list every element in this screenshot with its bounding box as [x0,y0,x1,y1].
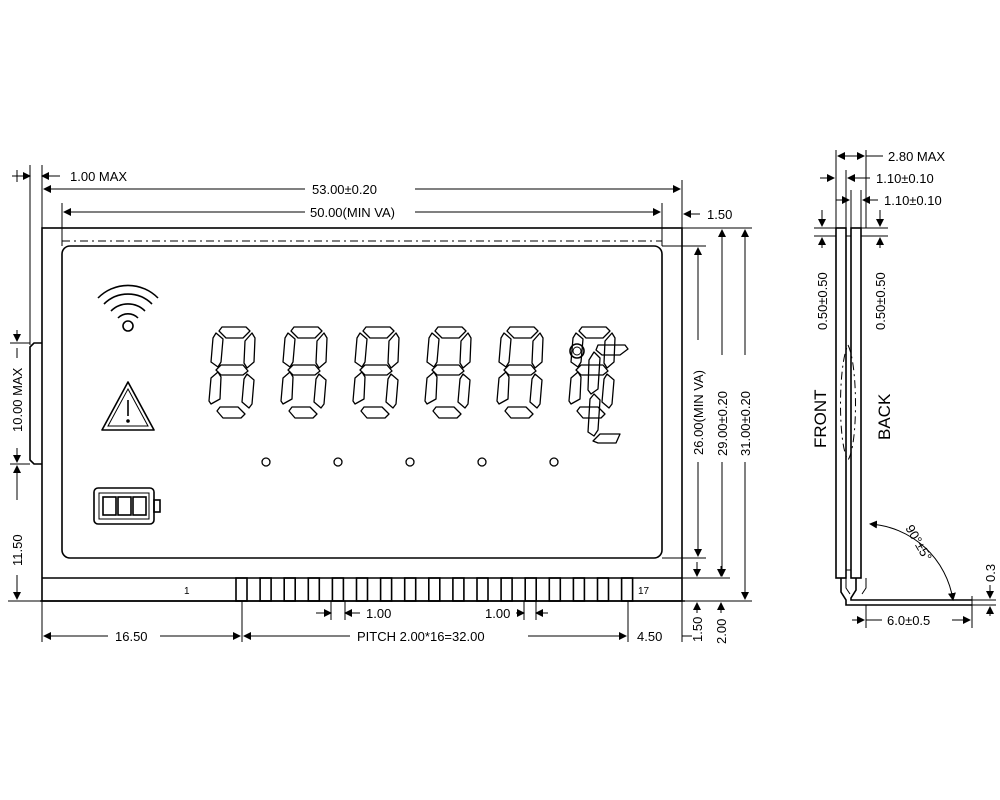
pin-15 [572,577,586,602]
dim-side-front-offset: 0.50±0.50 [815,272,830,330]
left-tab [29,342,42,465]
dim-pin-gap: 1.00 [485,606,510,621]
dim-pin-offset-right: 4.50 [637,629,662,644]
seven-segment-digits [208,326,616,467]
dim-overall-height: 31.00±0.20 [738,391,753,456]
pin-1 [235,577,248,602]
glass-outline [41,227,683,602]
pin-2 [259,577,272,602]
wifi-icon [97,284,159,332]
decimal-point-5 [549,457,559,467]
dim-pin-bottom-b: 2.00 [714,619,729,644]
front-label: FRONT [811,389,830,448]
dim-outline-thickness: 1.00 MAX [70,169,127,184]
decimal-point-1 [261,457,271,467]
decimal-point-2 [333,457,343,467]
dim-viewing-area-height: 26.00(MIN VA) [691,370,706,455]
pin-4 [307,577,321,602]
back-label: BACK [875,393,894,440]
dim-pin-bottom-a: 1.50 [690,617,705,642]
pin-8 [403,577,417,602]
digit-4 [424,326,472,419]
dim-glass-height: 29.00±0.20 [715,391,730,456]
warning-icon [101,381,155,431]
dim-side-front-glass: 1.10±0.10 [876,171,934,186]
pin-10 [452,577,465,602]
pin-12 [500,577,513,602]
dim-side-back-glass: 1.10±0.10 [884,193,942,208]
dim-pin-length: 6.0±0.5 [887,613,930,628]
back-glass [850,227,862,579]
pin-6 [355,577,369,602]
pin-16 [596,577,610,602]
dim-pin-bend-angle: 90°±5° [902,522,935,563]
pin-row [235,577,634,602]
digit-2 [280,326,328,419]
pin-5 [331,577,345,602]
digit-5 [496,326,544,419]
dim-viewing-area-width: 50.00(MIN VA) [310,205,395,220]
decimal-point-4 [477,457,487,467]
decimal-point-3 [405,457,415,467]
dim-overall-width: 53.00±0.20 [312,182,377,197]
side-dimensions: 2.80 MAX 1.10±0.10 1.10±0.10 0.50±0.50 0… [811,149,998,628]
dim-pin-width: 1.00 [366,606,391,621]
pin-17 [620,577,634,602]
dim-right-margin: 1.50 [707,207,732,222]
pin-14 [548,577,562,602]
dim-pin-offset-left: 16.50 [115,629,148,644]
digit-6 [568,326,616,419]
pin-11 [476,577,489,602]
pin-13 [524,577,538,602]
dim-side-back-offset: 0.50±0.50 [873,272,888,330]
viewing-area [61,245,663,559]
pin-first-label: 1 [184,586,190,597]
battery-icon [93,487,161,525]
dim-pin-thickness: 0.3 [983,564,998,582]
digit-3 [352,326,400,419]
pin-7 [379,577,393,602]
dim-left-tab-height: 10.00 MAX [10,367,25,432]
pin-9 [427,577,441,602]
digit-1 [208,326,256,419]
pin-3 [283,577,297,602]
pin-last-label: 17 [638,586,650,597]
dim-left-bottom: 11.50 [10,534,25,566]
dim-side-total: 2.80 MAX [888,149,945,164]
front-dimensions: 1.00 MAX 53.00±0.20 50.00(MIN VA) 1.50 2… [8,165,753,644]
dim-pitch: PITCH 2.00*16=32.00 [357,629,485,644]
side-view [835,227,973,610]
celsius-symbol [569,343,629,444]
